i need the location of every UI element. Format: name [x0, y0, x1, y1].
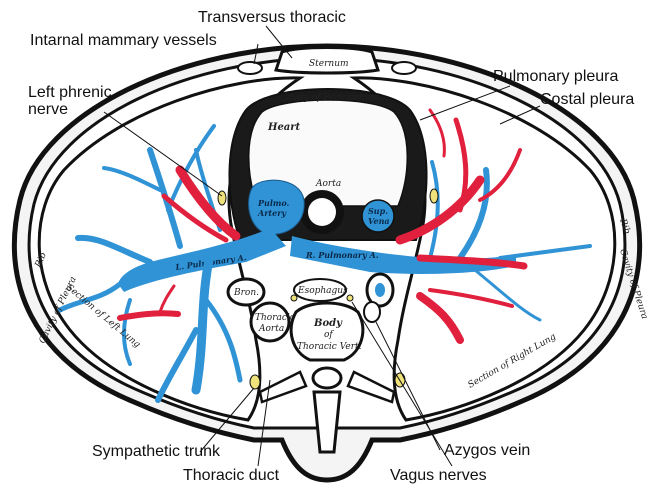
pulmonary-trunk: [248, 179, 305, 235]
label-costal-pleura: Costal pleura: [540, 91, 635, 108]
right-bronchus-lumen: [375, 283, 385, 297]
label-pulmonary-pleura: Pulmonary pleura: [493, 68, 619, 85]
pulmonary-artery-label-1: Pulmo.: [257, 198, 290, 208]
left-internal-mammary-vessel: [237, 61, 263, 75]
right-lung-vein-branches: [395, 108, 528, 344]
left-sympathetic-trunk: [249, 374, 261, 390]
thoracic-aorta: [249, 301, 291, 343]
right-internal-mammary-vessel: [391, 61, 417, 75]
sternum: [274, 46, 380, 75]
vertebra-label-1: Body: [313, 318, 343, 329]
pulmonary-artery-label-2: Artery: [257, 208, 287, 218]
vertebral-body: [289, 301, 365, 362]
heart: [248, 99, 408, 207]
label-left-phrenic-nerve-line2: nerve: [28, 101, 69, 118]
vertebra-label-3: Thoracic Vert.: [297, 342, 362, 352]
esophagus-label: Esophagus: [297, 286, 348, 296]
label-thoracic-duct: Thoracic duct: [183, 467, 280, 484]
superior-vena-cava: [361, 199, 395, 233]
spinal-canal: [311, 366, 343, 390]
heart-label: Heart: [267, 122, 301, 133]
left-bronchus: [226, 277, 266, 307]
left-bronchus-label: Bron.: [233, 288, 259, 298]
svc-label-1: Sup.: [368, 206, 388, 216]
left-phrenic-nerve: [217, 190, 227, 206]
right-vagus-nerve: [346, 294, 354, 302]
label-left-phrenic-nerve-line1: Left phrenic: [28, 84, 112, 101]
right-phrenic-nerve: [429, 188, 439, 204]
vertebra-label-2: of: [324, 330, 334, 340]
label-sympathetic-trunk: Sympathetic trunk: [92, 443, 221, 460]
azygos-vein: [363, 301, 381, 323]
right-lung-artery-branches: [428, 160, 592, 322]
sternum-label: Sternum: [309, 59, 349, 69]
left-pulmonary-artery: [118, 228, 286, 292]
spinous-process: [312, 390, 342, 454]
left-transverse-process: [258, 370, 308, 404]
right-pulmonary-artery: [290, 236, 516, 274]
label-transversus-thoracic: Transversus thoracic: [198, 9, 346, 26]
label-vagus-nerves: Vagus nerves: [390, 467, 487, 484]
left-lung-vein-branches: [117, 165, 241, 321]
leader-lines: [103, 25, 541, 467]
aorta-label: Aorta: [315, 179, 341, 189]
svc-label-2: Vena: [368, 216, 390, 226]
label-azygos-vein: Azygos vein: [444, 442, 531, 459]
ascending-aorta-lumen: [308, 198, 336, 226]
thoracic-aorta-label-2: Aorta: [258, 324, 284, 334]
right-transverse-process: [346, 370, 396, 404]
pericardium-label: Cavity of Pericardium: [280, 93, 379, 103]
label-internal-mammary-vessels: Intarnal mammary vessels: [30, 32, 217, 49]
right-pulmonary-artery-label: R. Pulmonary A.: [305, 250, 379, 260]
left-vagus-nerve: [290, 294, 298, 302]
esophagus: [293, 278, 347, 302]
thoracic-aorta-label-1: Thoracic: [255, 313, 295, 323]
